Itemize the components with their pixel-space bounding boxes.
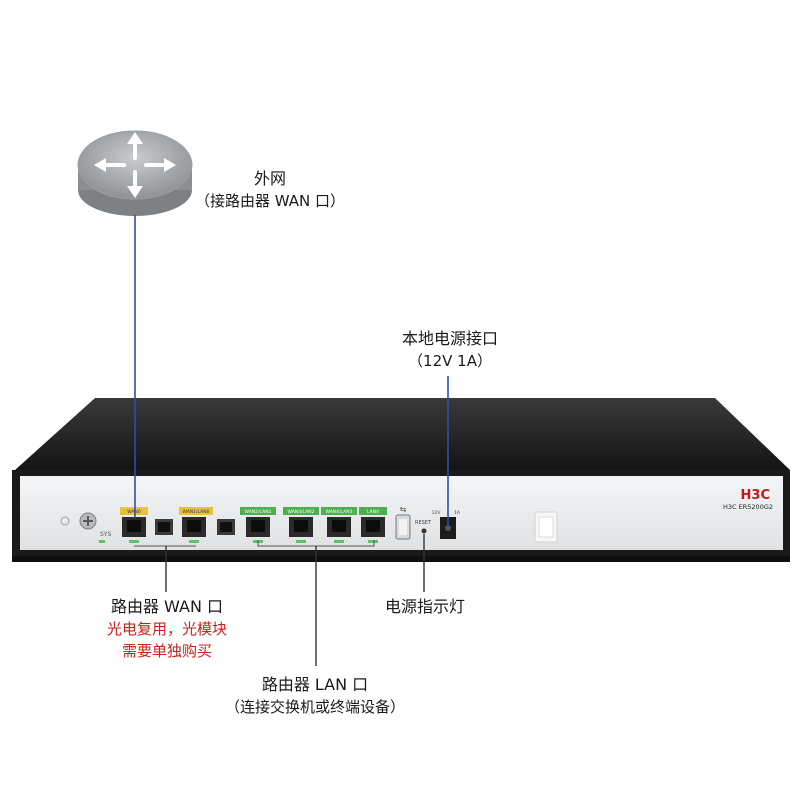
ground-screw-icon [60, 512, 97, 530]
router-wan-note-1: 光电复用，光模块 [106, 620, 227, 638]
power-port-label: 本地电源接口 （12V 1A） [375, 328, 525, 372]
usb-port-icon: ⇆ [395, 505, 411, 540]
power-jack-icon [440, 517, 456, 539]
port-lan4: LAN4 [359, 507, 387, 537]
sys-led [99, 540, 105, 543]
brand-logo: H3C [741, 488, 770, 503]
router-cylinder-icon [77, 130, 193, 216]
svg-text:WAN1/LAN0: WAN1/LAN0 [183, 509, 210, 515]
port-wan2-lan1: WAN2/LAN1 [240, 507, 276, 537]
current-label: 1A [454, 510, 461, 516]
external-network-subtitle: （接路由器 WAN 口） [195, 192, 346, 210]
model-label: H3C ER5200G2 [723, 503, 773, 511]
reset-label: RESET [415, 520, 432, 526]
svg-text:WAN2/LAN1: WAN2/LAN1 [245, 509, 272, 515]
router-wan-label: 路由器 WAN 口 光电复用，光模块 需要单独购买 [82, 596, 252, 662]
callout-lines [134, 215, 449, 527]
svg-text:WAN0: WAN0 [127, 509, 141, 515]
power-indicator-label: 电源指示灯 [365, 596, 485, 618]
power-switch [534, 511, 558, 543]
sfp-port-2 [217, 519, 235, 535]
reset-hole [421, 528, 427, 534]
port-wan0: WAN0 [120, 507, 148, 537]
router-wan-title: 路由器 WAN 口 [110, 597, 224, 616]
power-port-subtitle: （12V 1A） [408, 352, 492, 370]
router-chassis [12, 398, 790, 562]
router-lan-subtitle: （连接交换机或终端设备） [224, 698, 405, 716]
external-network-label: 外网 （接路由器 WAN 口） [195, 168, 345, 212]
voltage-label: 12V [432, 510, 442, 516]
svg-text:⇆: ⇆ [400, 505, 407, 514]
svg-text:WAN3/LAN2: WAN3/LAN2 [288, 509, 315, 515]
sys-label: SYS [100, 531, 111, 538]
external-network-title: 外网 [253, 169, 286, 188]
port-wan3-lan2: WAN3/LAN2 [283, 507, 319, 537]
router-lan-title: 路由器 LAN 口 [261, 675, 369, 694]
svg-text:LAN4: LAN4 [367, 509, 379, 515]
power-indicator-title: 电源指示灯 [384, 597, 465, 616]
svg-text:WAN4/LAN3: WAN4/LAN3 [326, 509, 353, 515]
power-port-title: 本地电源接口 [401, 329, 498, 348]
router-wan-note-2: 需要单独购买 [121, 642, 212, 660]
port-wan1-lan0: WAN1/LAN0 [179, 507, 213, 537]
router-lan-label: 路由器 LAN 口 （连接交换机或终端设备） [205, 674, 425, 718]
port-wan4-lan3: WAN4/LAN3 [321, 507, 357, 537]
sfp-port-1 [155, 519, 173, 535]
